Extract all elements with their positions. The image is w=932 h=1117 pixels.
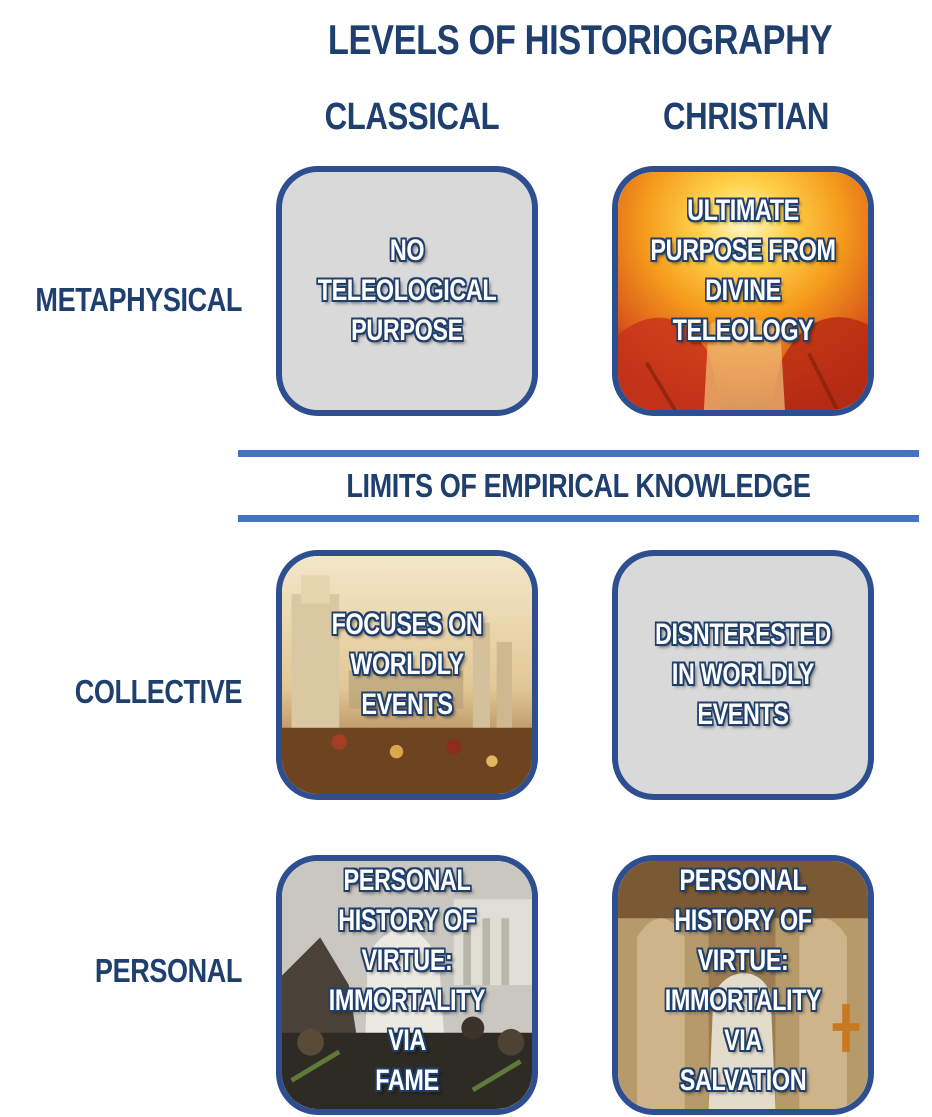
classical-city-painting-image	[282, 556, 532, 794]
diagram-title: LEVELS OF HISTORIOGRAPHY	[327, 16, 833, 63]
cell-text: ULTIMATE PURPOSE FROM DIVINE TELEOLOGY	[650, 194, 836, 347]
divider-rule-top	[238, 450, 919, 457]
cell-text: NO TELEOLOGICAL PURPOSE	[317, 234, 497, 347]
divine-light-painting-image	[618, 172, 868, 410]
row-label-metaphysical: METAPHYSICAL	[35, 281, 242, 318]
cell-personal-classical: PERSONAL HISTORY OF VIRTUE: IMMORTALITY …	[276, 855, 538, 1115]
row-label-collective: COLLECTIVE	[74, 673, 243, 710]
cell-collective-classical: FOCUSES ON WORLDLY EVENTS	[276, 550, 538, 800]
divider-rule-bottom	[238, 515, 919, 522]
church-interior-painting-image	[618, 861, 868, 1109]
row-label-personal: PERSONAL	[94, 952, 242, 989]
cell-collective-christian: DISNTERESTED IN WORLDLY EVENTS	[612, 550, 874, 800]
cell-text: FOCUSES ON WORLDLY EVENTS	[331, 608, 483, 721]
divider-label: LIMITS OF EMPIRICAL KNOWLEDGE	[346, 467, 811, 504]
cell-text: DISNTERESTED IN WORLDLY EVENTS	[654, 618, 832, 731]
cell-text: PERSONAL HISTORY OF VIRTUE: IMMORTALITY …	[328, 864, 486, 1097]
column-header-christian: CHRISTIAN	[663, 96, 829, 138]
roman-crowd-illustration-image	[282, 861, 532, 1109]
cell-text: PERSONAL HISTORY OF VIRTUE: IMMORTALITY …	[664, 864, 822, 1097]
cell-metaphysical-christian: ULTIMATE PURPOSE FROM DIVINE TELEOLOGY	[612, 166, 874, 416]
column-header-classical: CLASSICAL	[324, 96, 500, 138]
cell-metaphysical-classical: NO TELEOLOGICAL PURPOSE	[276, 166, 538, 416]
cell-personal-christian: PERSONAL HISTORY OF VIRTUE: IMMORTALITY …	[612, 855, 874, 1115]
